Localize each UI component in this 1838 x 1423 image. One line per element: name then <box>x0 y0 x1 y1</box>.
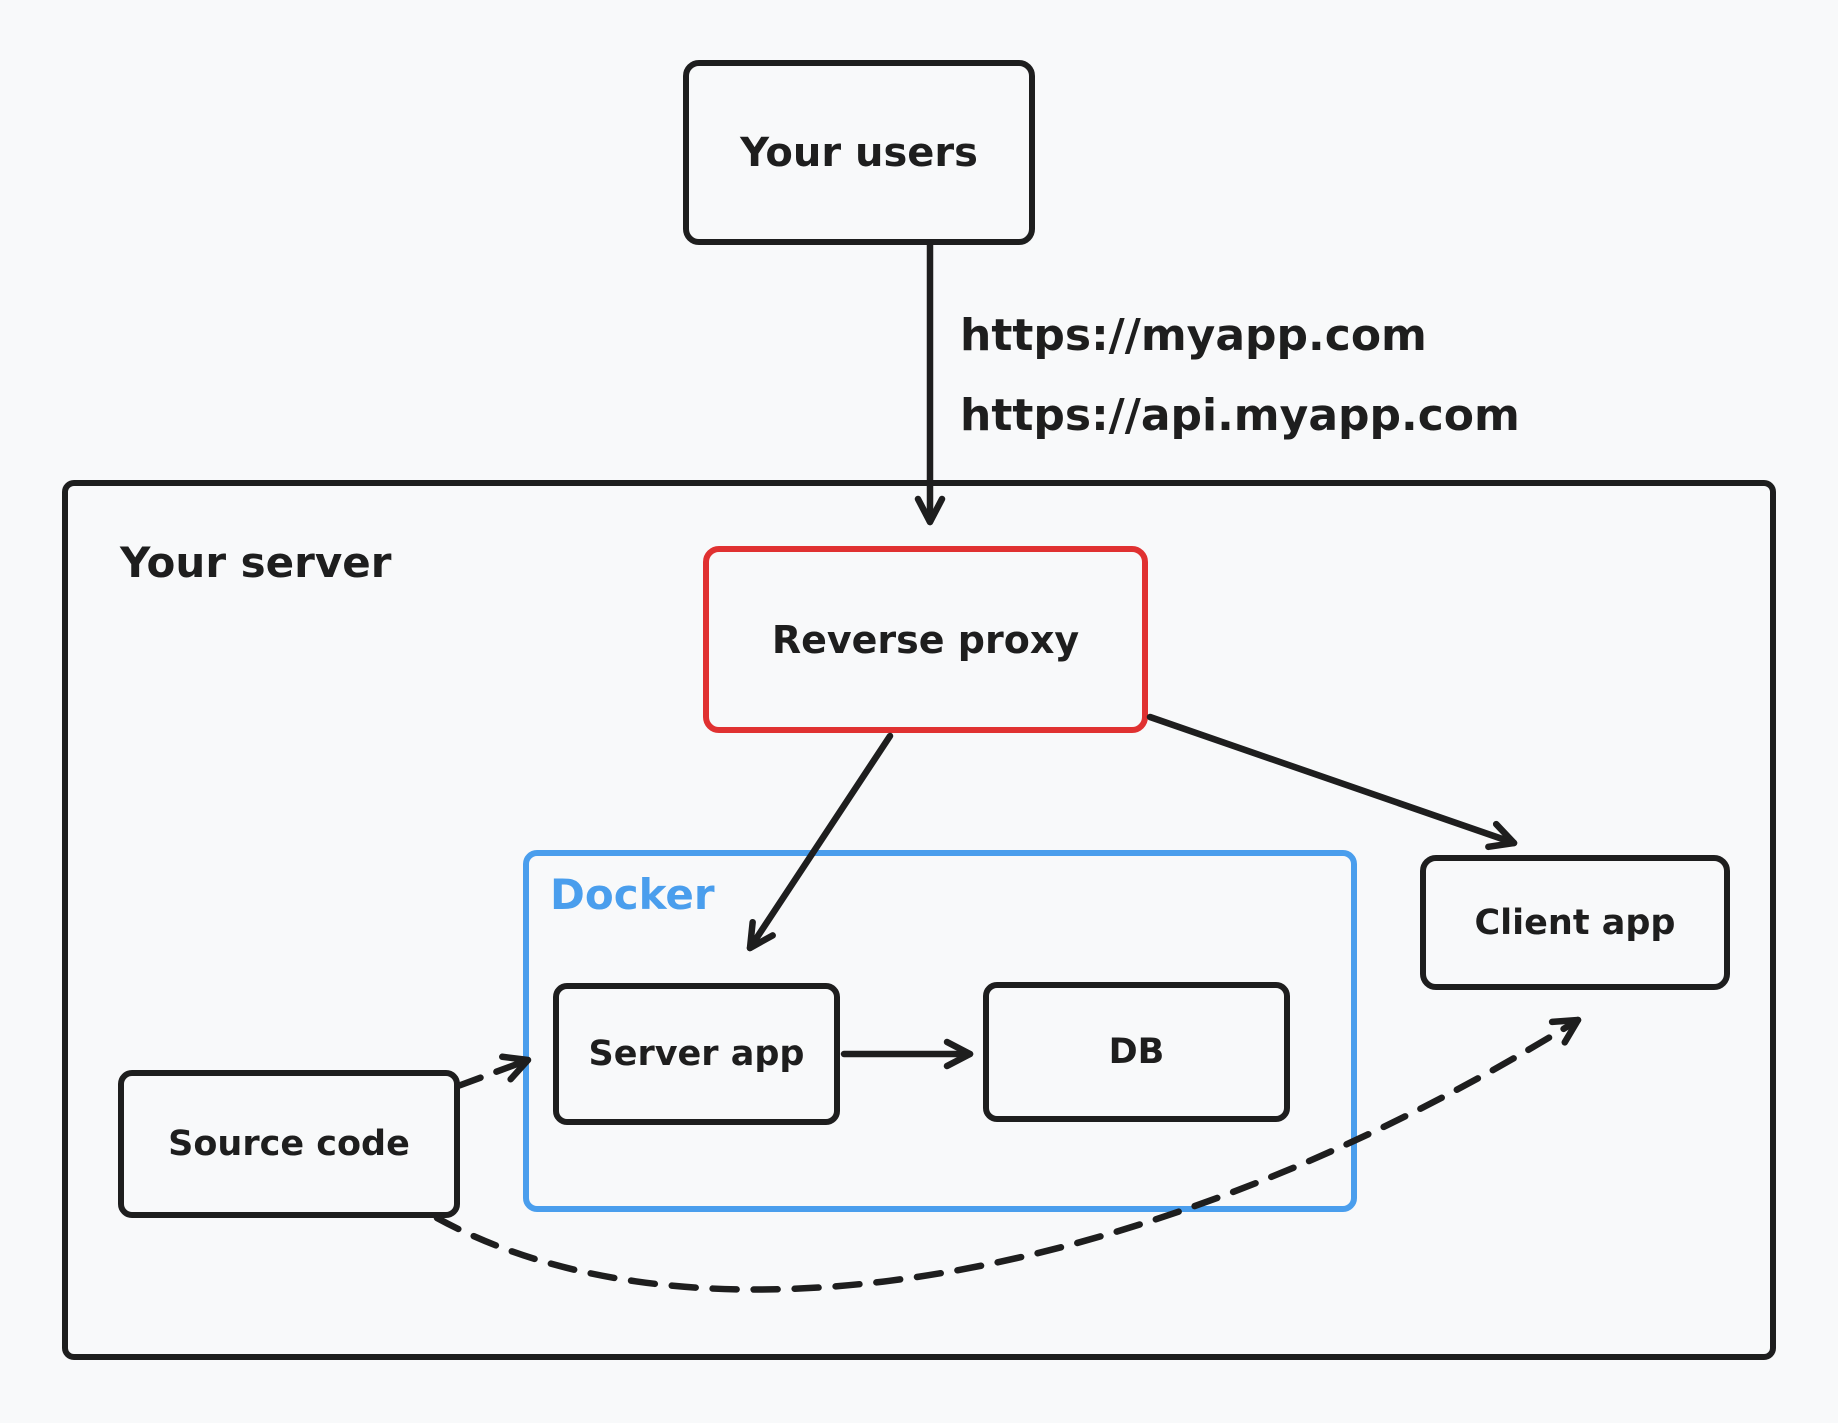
your-users-node: Your users <box>683 60 1035 245</box>
source-code-label: Source code <box>168 1124 410 1164</box>
reverse-proxy-node: Reverse proxy <box>703 546 1148 733</box>
server-app-node: Server app <box>553 983 840 1125</box>
source-code-node: Source code <box>118 1070 460 1218</box>
url-myapp: https://myapp.com <box>960 310 1427 361</box>
server-app-label: Server app <box>588 1034 805 1074</box>
db-label: DB <box>1108 1032 1165 1072</box>
client-app-node: Client app <box>1420 855 1730 990</box>
request-urls-label: https://myapp.com https://api.myapp.com <box>960 296 1520 456</box>
db-node: DB <box>983 982 1290 1122</box>
url-api-myapp: https://api.myapp.com <box>960 390 1520 441</box>
your-users-label: Your users <box>740 129 978 176</box>
your-server-label: Your server <box>120 538 392 587</box>
your-server-frame <box>62 480 1776 1360</box>
client-app-label: Client app <box>1474 902 1676 943</box>
reverse-proxy-label: Reverse proxy <box>771 617 1080 662</box>
docker-label: Docker <box>550 870 715 919</box>
